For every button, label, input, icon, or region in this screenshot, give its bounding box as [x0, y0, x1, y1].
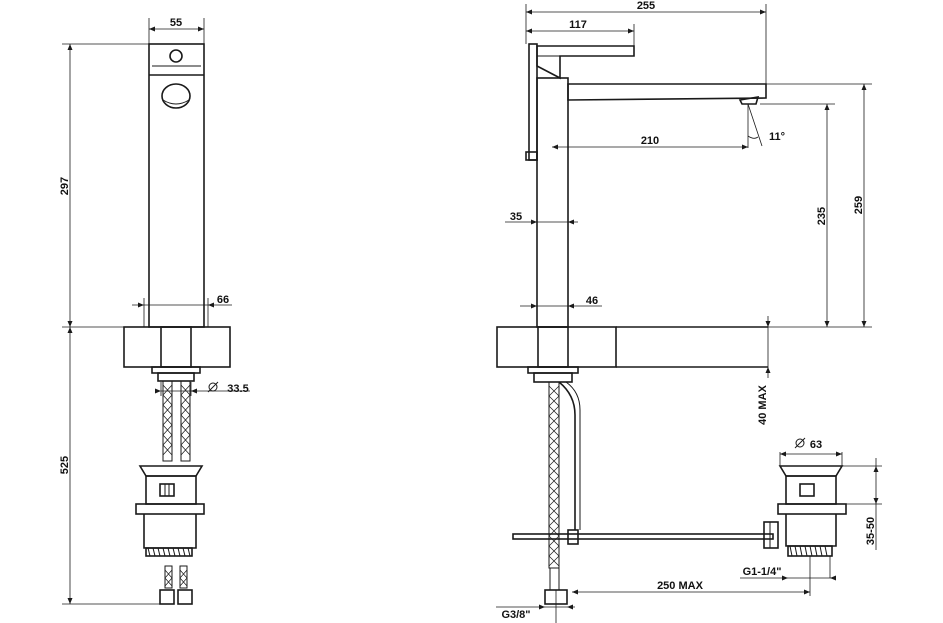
front-view: 255 117 210 11° 35 46 235 259	[496, 0, 882, 623]
dim-counter-thickness-label: 40 MAX	[757, 384, 769, 424]
hose-fittings-side	[159, 565, 193, 605]
braided-hose-front	[548, 381, 560, 569]
dim-hole-diameter-label: 33.5	[227, 383, 248, 395]
dim-waste-thread-label: G1-1/4"	[743, 566, 782, 578]
dim-inlet-thread-label: G3/8"	[501, 609, 530, 621]
dim-body-width-label: 35	[510, 211, 522, 223]
faucet-body-side	[148, 43, 205, 328]
popup-rod	[558, 381, 576, 530]
dim-base-width-front-label: 46	[586, 295, 598, 307]
dim-top-width-label: 55	[170, 17, 182, 29]
dim-outlet-height-label: 235	[816, 207, 828, 225]
dim-waste-diameter-label: 63	[810, 439, 822, 451]
dim-total-reach-label: 255	[637, 0, 655, 12]
dim-rod-length-label: 250 MAX	[657, 580, 704, 592]
pull-rod	[512, 533, 774, 540]
countertop-front	[496, 326, 617, 368]
dim-lever-length-label: 117	[569, 19, 587, 31]
dim-below-counter-label: 525	[59, 456, 71, 474]
side-view: 55 297 66 33.5 525	[59, 17, 250, 605]
dim-angle-label: 11°	[769, 131, 785, 143]
dim-waste-range-label: 35-50	[865, 517, 877, 545]
dim-base-width-label: 66	[217, 294, 229, 306]
countertop-side	[123, 326, 231, 368]
waste-assembly-side	[135, 465, 205, 557]
dim-spout-reach-label: 210	[641, 135, 659, 147]
dim-height-spout-label: 297	[59, 177, 71, 195]
dim-total-height-label: 259	[853, 196, 865, 214]
waste-assembly-front	[763, 465, 847, 596]
faucet-body-front	[536, 77, 569, 328]
spout	[567, 83, 767, 101]
aerator-icon	[169, 49, 183, 63]
lever-handle	[528, 43, 538, 161]
braided-hoses-side	[162, 380, 191, 462]
lever-knob-icon	[161, 83, 191, 109]
